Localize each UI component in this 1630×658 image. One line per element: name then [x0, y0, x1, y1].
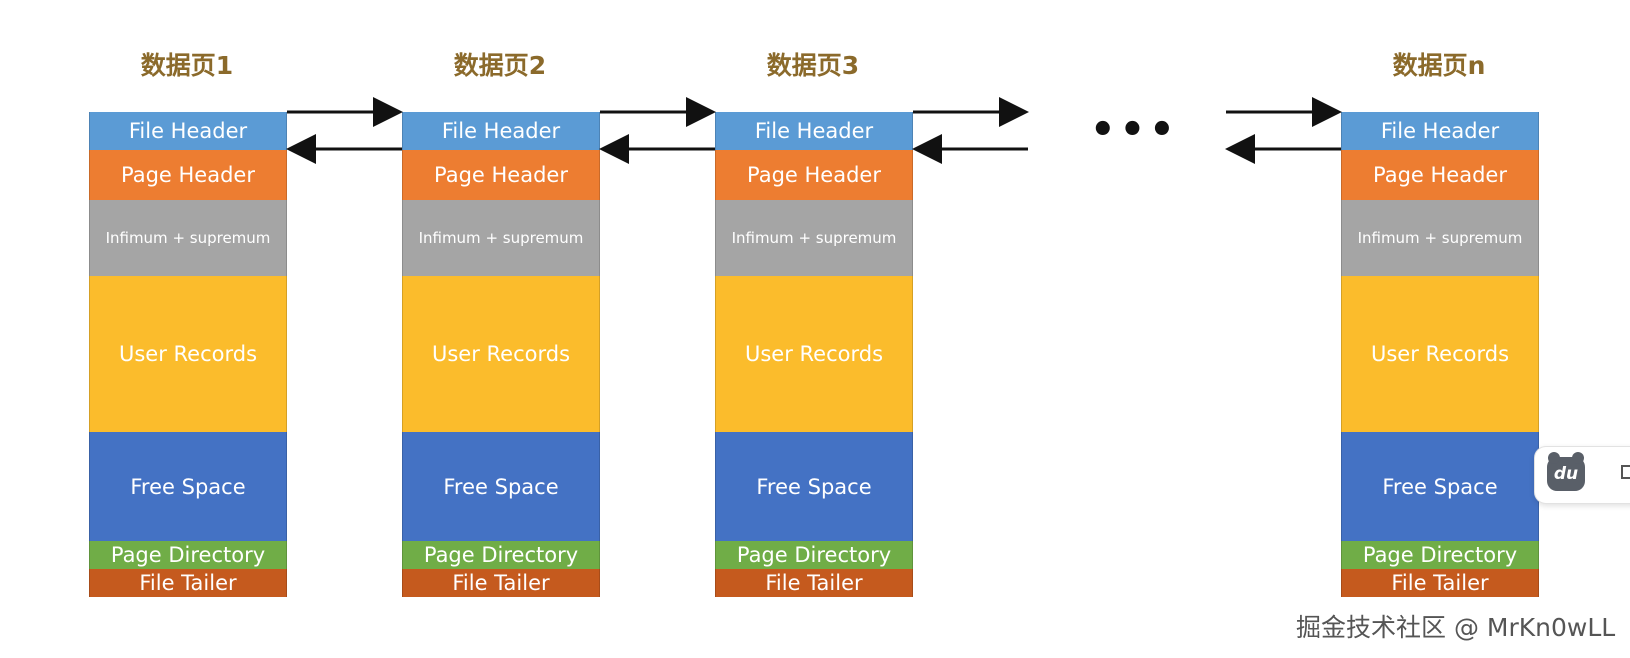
free-space-segment: Free Space: [402, 432, 600, 541]
infimum-supremum-segment: Infimum + supremum: [1341, 200, 1539, 276]
file-header-segment: File Header: [89, 112, 287, 150]
ellipsis: •••: [1090, 107, 1179, 153]
baidu-bear-icon[interactable]: du: [1547, 452, 1585, 491]
page-title-2: 数据页2: [453, 51, 547, 80]
file-header-segment: File Header: [402, 112, 600, 150]
user-records-segment: User Records: [89, 276, 287, 432]
infimum-supremum-segment: Infimum + supremum: [402, 200, 600, 276]
window-icon[interactable]: [1621, 465, 1630, 479]
free-space-segment: Free Space: [1341, 432, 1539, 541]
free-space-segment: Free Space: [715, 432, 913, 541]
user-records-segment: User Records: [1341, 276, 1539, 432]
page-directory-segment: Page Directory: [402, 541, 600, 569]
page-title-n: 数据页n: [1392, 51, 1486, 80]
file-tailer-segment: File Tailer: [1341, 569, 1539, 597]
user-records-segment: User Records: [402, 276, 600, 432]
file-tailer-segment: File Tailer: [715, 569, 913, 597]
page-directory-segment: Page Directory: [715, 541, 913, 569]
logo-text: du: [1553, 464, 1579, 484]
floating-widget[interactable]: du: [1534, 446, 1630, 504]
page-title-3: 数据页3: [766, 51, 860, 80]
page-directory-segment: Page Directory: [89, 541, 287, 569]
free-space-segment: Free Space: [89, 432, 287, 541]
watermark: 掘金技术社区 @ MrKn0wLL: [1296, 613, 1616, 642]
file-tailer-segment: File Tailer: [89, 569, 287, 597]
user-records-segment: User Records: [715, 276, 913, 432]
file-tailer-segment: File Tailer: [402, 569, 600, 597]
infimum-supremum-segment: Infimum + supremum: [89, 200, 287, 276]
page-header-segment: Page Header: [402, 150, 600, 200]
infimum-supremum-segment: Infimum + supremum: [715, 200, 913, 276]
page-header-segment: Page Header: [715, 150, 913, 200]
page-header-segment: Page Header: [1341, 150, 1539, 200]
file-header-segment: File Header: [715, 112, 913, 150]
page-title-1: 数据页1: [140, 51, 234, 80]
file-header-segment: File Header: [1341, 112, 1539, 150]
page-directory-segment: Page Directory: [1341, 541, 1539, 569]
page-header-segment: Page Header: [89, 150, 287, 200]
